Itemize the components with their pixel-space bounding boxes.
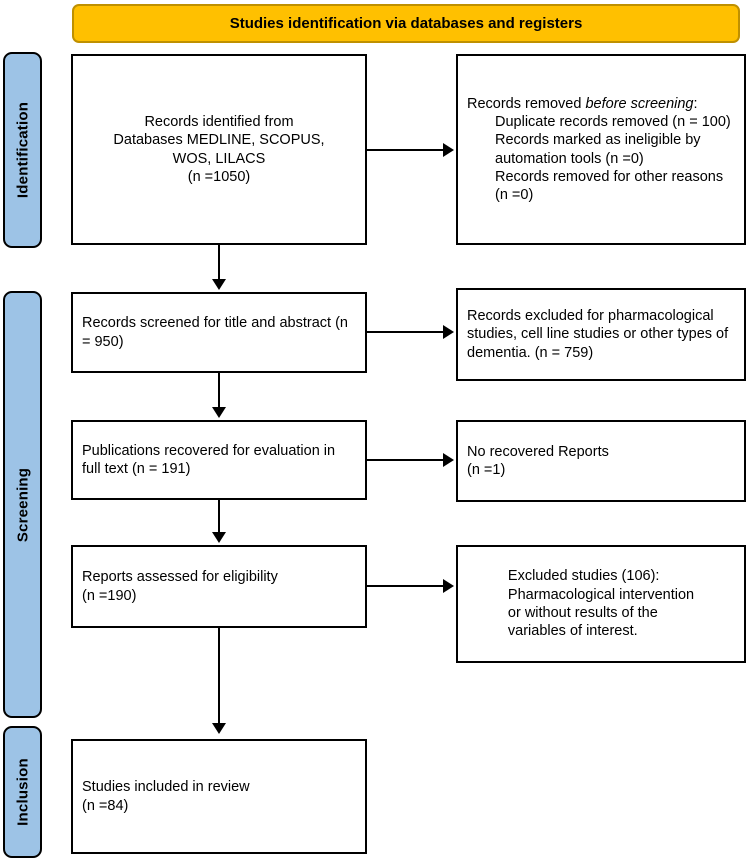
stage-label-screening: Screening <box>14 467 31 542</box>
stage-bar-screening: Screening <box>3 291 42 718</box>
stage-label-inclusion: Inclusion <box>14 758 31 826</box>
arrowhead-identified-to-screened <box>212 279 226 290</box>
arrowhead-eligibility-to-excluded <box>443 579 454 593</box>
box-no-recovered-reports: No recovered Reports(n =1) <box>456 420 746 502</box>
stage-bar-inclusion: Inclusion <box>3 726 42 858</box>
box-records-removed-before-screening: Records removed before screening:Duplica… <box>456 54 746 245</box>
connector-eligibility-to-excluded <box>367 585 445 587</box>
removed-heading: Records removed before screening: <box>467 95 698 112</box>
arrowhead-screened-to-recovered <box>212 407 226 418</box>
box-records-screened: Records screened for title and abstract … <box>71 292 367 373</box>
arrowhead-recovered-to-eligibility <box>212 532 226 543</box>
section-banner-identification: Studies identification via databases and… <box>72 4 740 43</box>
box-records-excluded-screening-text: Records excluded for pharmacological stu… <box>467 308 729 361</box>
stage-bar-identification: Identification <box>3 52 42 248</box>
connector-identified-to-screened <box>218 245 220 281</box>
box-reports-assessed-eligibility-text: Reports assessed for eligibility(n =190) <box>82 569 278 604</box>
arrowhead-screened-to-excluded <box>443 325 454 339</box>
arrowhead-recovered-to-not-recovered <box>443 453 454 467</box>
connector-recovered-to-not-recovered <box>367 459 445 461</box>
arrowhead-identified-to-removed <box>443 143 454 157</box>
box-reports-assessed-eligibility: Reports assessed for eligibility(n =190) <box>71 545 367 628</box>
box-studies-included-text: Studies included in review(n =84) <box>82 779 250 814</box>
stage-label-identification: Identification <box>14 101 31 199</box>
removed-item-1: Duplicate records removed (n = 100) <box>495 113 731 130</box>
connector-screened-to-recovered <box>218 373 220 409</box>
removed-item-2: Records marked as ineligible by automati… <box>495 132 701 167</box>
box-excluded-studies: Excluded studies (106):Pharmacological i… <box>456 545 746 663</box>
box-excluded-studies-text: Excluded studies (106):Pharmacological i… <box>507 568 695 640</box>
box-no-recovered-reports-text: No recovered Reports(n =1) <box>467 443 609 478</box>
connector-screened-to-excluded <box>367 331 445 333</box>
connector-identified-to-removed <box>367 149 445 151</box>
box-publications-recovered: Publications recovered for evaluation in… <box>71 420 367 500</box>
box-publications-recovered-text: Publications recovered for evaluation in… <box>82 442 336 477</box>
connector-recovered-to-eligibility <box>218 500 220 534</box>
box-records-removed-text: Records removed before screening:Duplica… <box>467 95 735 205</box>
arrowhead-eligibility-to-included <box>212 723 226 734</box>
box-records-excluded-screening: Records excluded for pharmacological stu… <box>456 288 746 381</box>
box-studies-included: Studies included in review(n =84) <box>71 739 367 854</box>
banner-title: Studies identification via databases and… <box>229 15 583 32</box>
connector-eligibility-to-included <box>218 628 220 725</box>
box-records-screened-text: Records screened for title and abstract … <box>82 315 348 350</box>
removed-item-3: Records removed for other reasons (n =0) <box>495 168 724 204</box>
